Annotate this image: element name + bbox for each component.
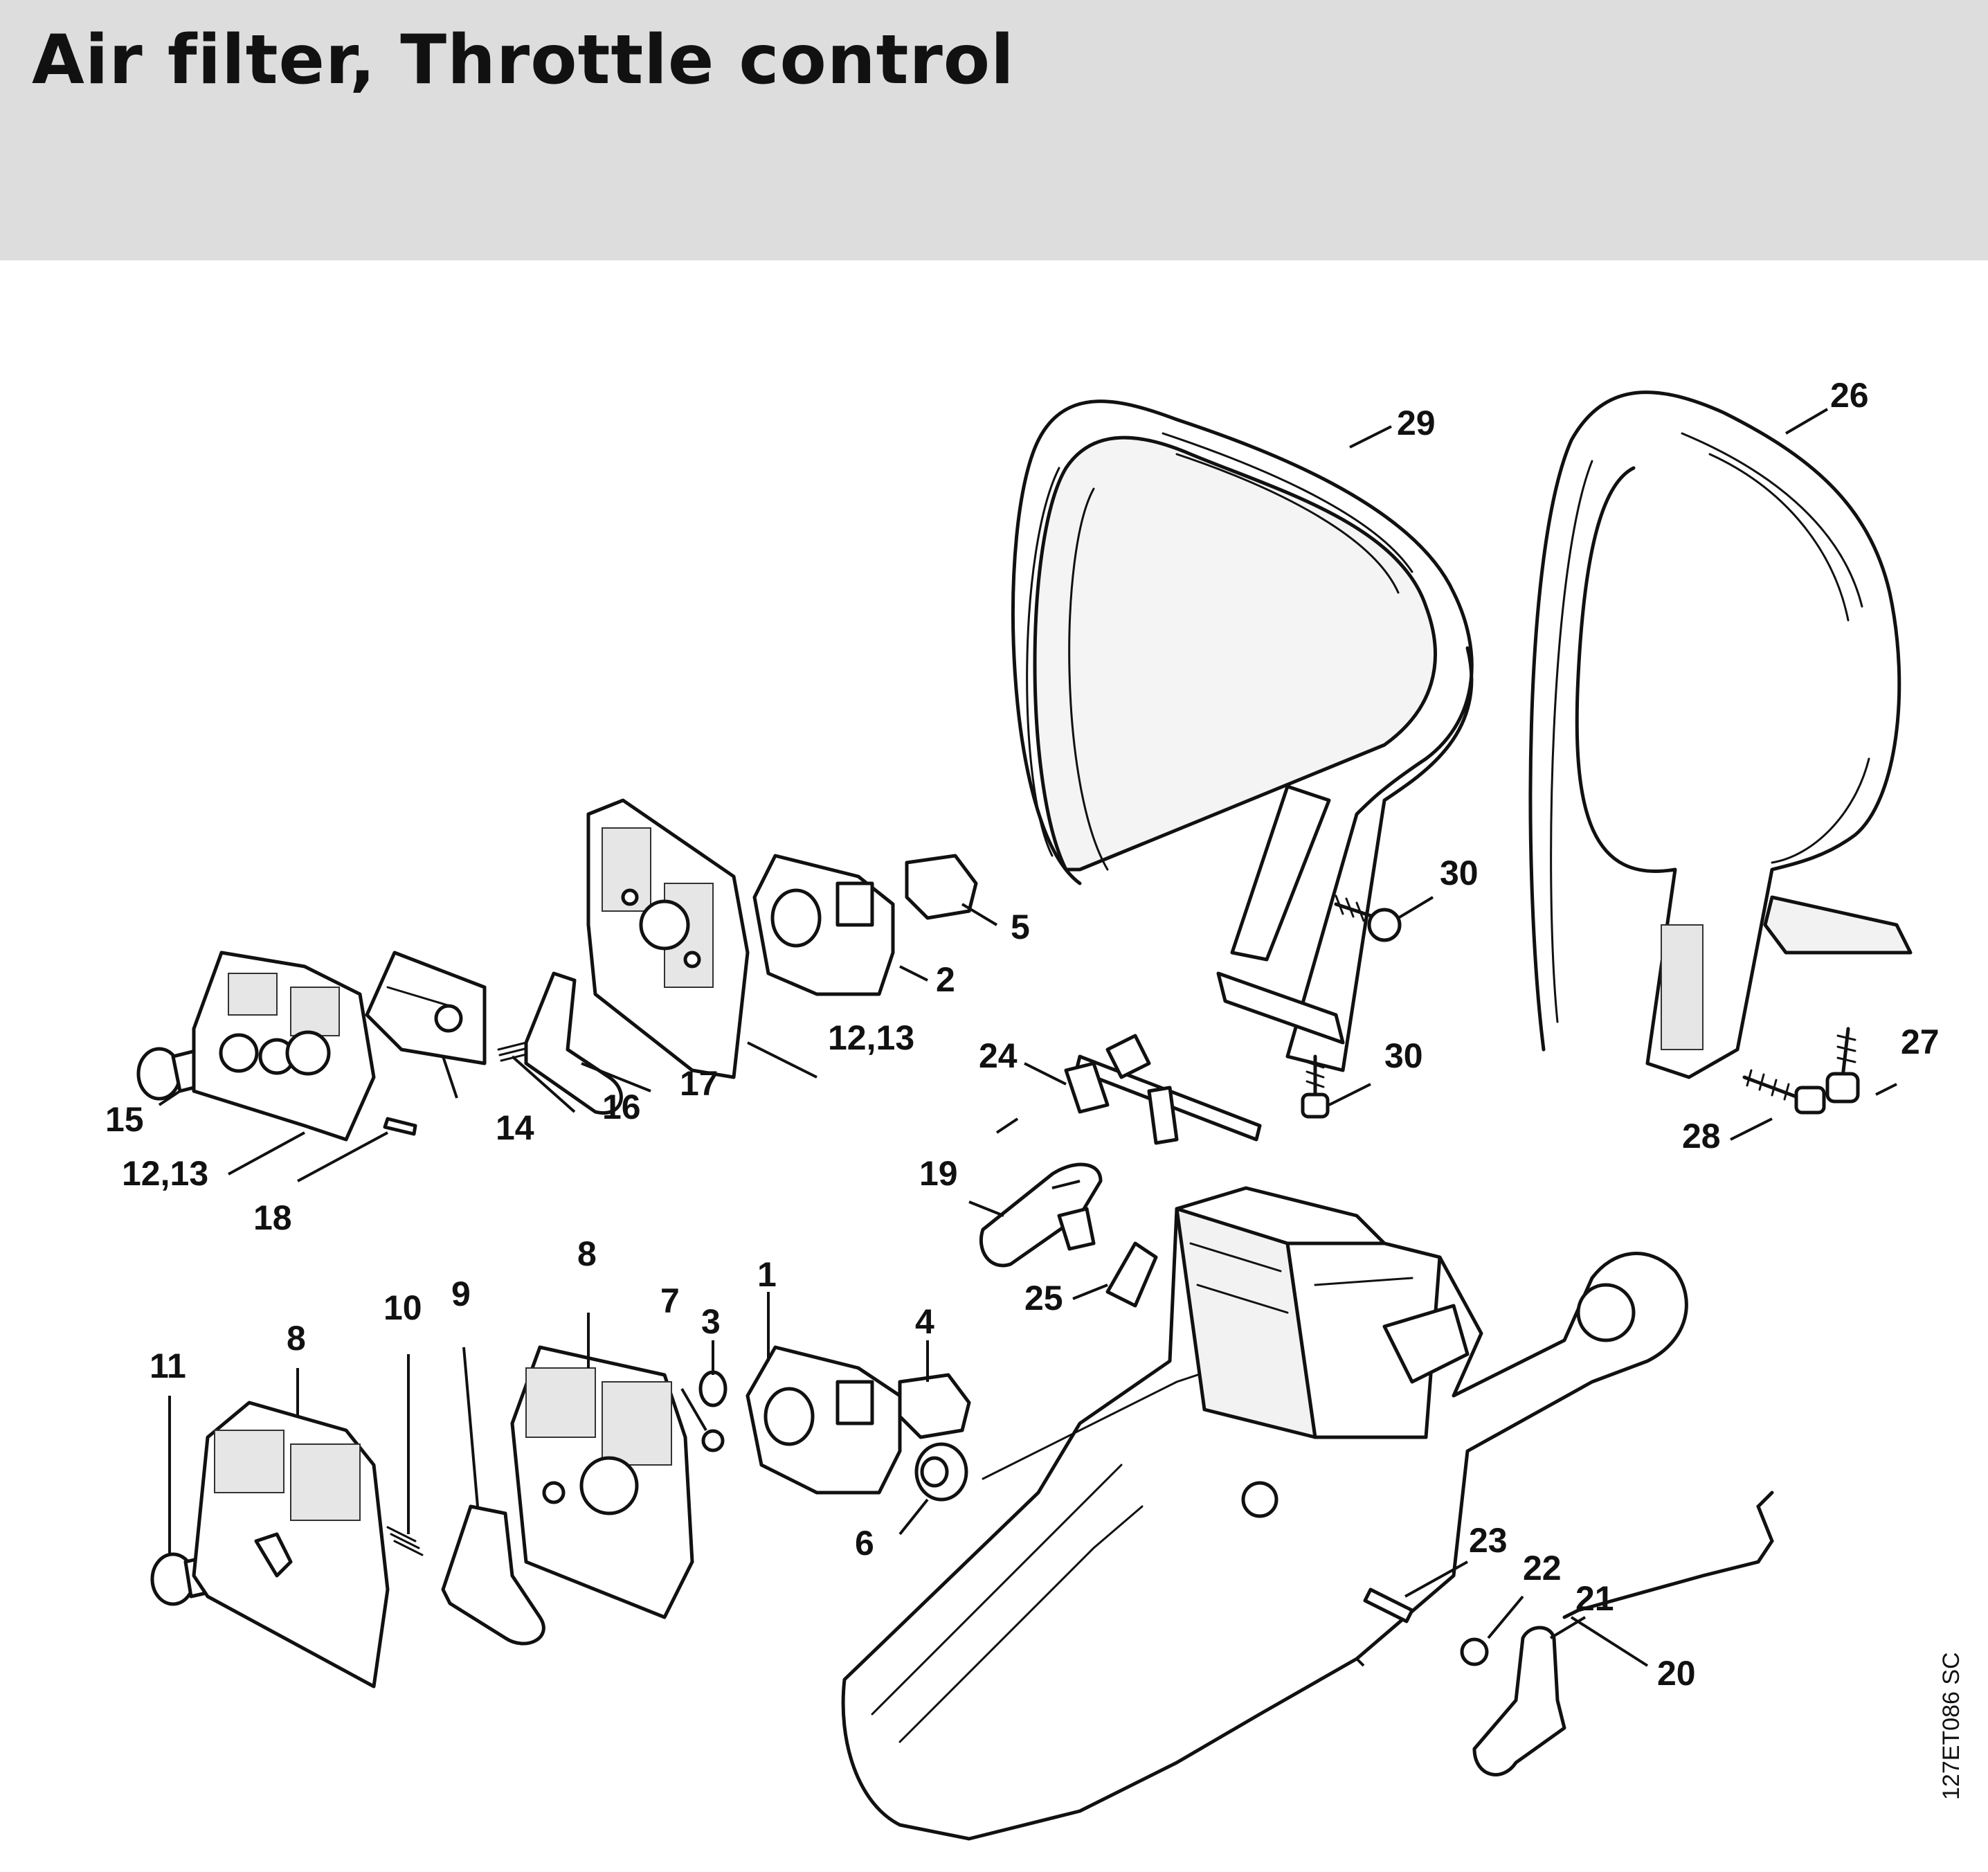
callout-12-13-left: 12,13 <box>122 1154 208 1193</box>
part-19-lever <box>979 1162 1103 1268</box>
callout-1: 1 <box>757 1255 777 1294</box>
callout-15: 15 <box>105 1100 144 1139</box>
callout-8-right: 8 <box>577 1234 597 1273</box>
part-21-trigger <box>1472 1626 1566 1776</box>
part-9-lever <box>441 1504 545 1646</box>
part-12-13-filter <box>192 951 376 1142</box>
callout-7: 7 <box>660 1281 680 1320</box>
callout-9: 9 <box>451 1275 471 1313</box>
leader-lines <box>158 408 1897 1667</box>
header-bar: Air filter, Throttle control <box>0 0 1988 260</box>
callout-23: 23 <box>1469 1521 1508 1560</box>
exploded-parts-diagram: 1 2 3 4 5 6 7 8 8 9 10 11 12,13 12,13 14… <box>105 376 1940 1841</box>
callout-12-13-right: 12,13 <box>828 1018 914 1057</box>
callout-21: 21 <box>1575 1579 1614 1618</box>
part-24-shaft <box>1064 1034 1262 1145</box>
part-22-spring <box>1460 1637 1489 1666</box>
callout-5: 5 <box>1011 908 1030 946</box>
part-2-carburetor <box>752 854 895 996</box>
figure-code: 127ET086 SC <box>1938 1652 1964 1800</box>
part-25-clip <box>1105 1241 1158 1308</box>
callout-26: 26 <box>1830 376 1869 415</box>
callout-8-left: 8 <box>287 1319 306 1358</box>
part-12-13-base-plate <box>586 798 750 1079</box>
part-23-pin <box>1363 1587 1414 1623</box>
callout-4: 4 <box>915 1302 934 1341</box>
callout-18: 18 <box>253 1198 292 1237</box>
part-3-o-ring <box>698 1370 728 1407</box>
part-8-filter <box>510 1345 694 1619</box>
part-5-cap <box>905 854 978 920</box>
page-title: Air filter, Throttle control <box>32 21 1015 100</box>
callout-25: 25 <box>1024 1279 1063 1317</box>
part-4-cap <box>898 1373 971 1439</box>
part-30-screw-upper <box>1334 894 1402 942</box>
part-20-throttle-rod <box>1562 1491 1774 1619</box>
part-7-washer <box>701 1429 725 1452</box>
callout-labels: 1 2 3 4 5 6 7 8 8 9 10 11 12,13 12,13 14… <box>105 376 1940 1693</box>
part-1-carburetor <box>746 1345 902 1495</box>
callout-16: 16 <box>602 1088 641 1126</box>
part-28-screw <box>1742 1069 1826 1115</box>
part-10-spring <box>386 1526 424 1556</box>
main-housing <box>841 1186 1688 1841</box>
callout-14: 14 <box>496 1108 534 1147</box>
part-17-lever <box>524 971 623 1115</box>
callout-28: 28 <box>1682 1117 1721 1155</box>
part-6-sleeve <box>914 1442 968 1502</box>
callout-30-lower: 30 <box>1384 1036 1423 1075</box>
callout-27: 27 <box>1901 1023 1940 1061</box>
callout-10: 10 <box>383 1288 422 1327</box>
part-27-screw <box>1825 1027 1860 1104</box>
part-8-cover <box>192 1401 390 1689</box>
callout-22: 22 <box>1523 1549 1562 1587</box>
callout-30-upper: 30 <box>1440 854 1479 892</box>
callout-17: 17 <box>680 1064 719 1103</box>
part-18-clip <box>383 1117 417 1136</box>
callout-11: 11 <box>150 1347 186 1385</box>
callout-2: 2 <box>936 960 955 999</box>
callout-3: 3 <box>701 1302 721 1341</box>
callout-20: 20 <box>1657 1654 1696 1693</box>
callout-6: 6 <box>855 1524 874 1563</box>
part-29-handlebar <box>1011 399 1474 1072</box>
callout-29: 29 <box>1397 404 1436 442</box>
callout-24: 24 <box>979 1036 1018 1075</box>
callout-19: 19 <box>919 1154 958 1193</box>
part-30-screw-lower <box>1301 1054 1330 1119</box>
part-26-handlebar <box>1528 390 1913 1079</box>
part-14-plate <box>365 951 487 1065</box>
